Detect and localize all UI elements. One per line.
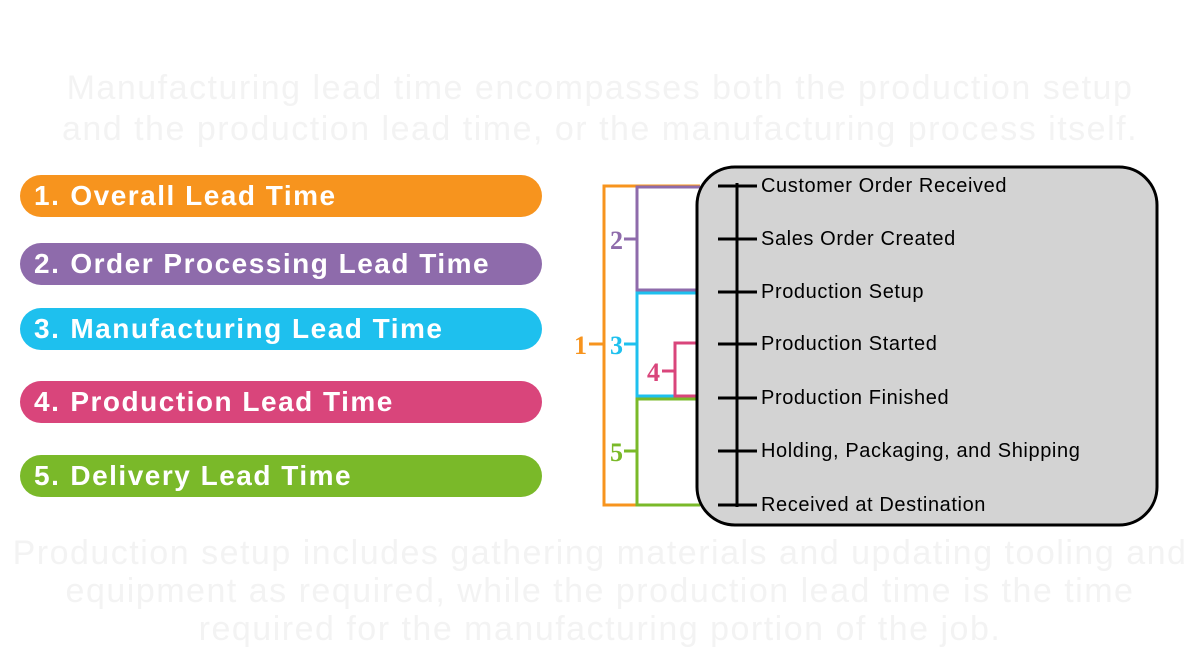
legend-pill-production: 4. Production Lead Time bbox=[20, 381, 542, 423]
timeline-event: Customer Order Received bbox=[761, 175, 1008, 197]
bracket-overall-label: 1 bbox=[574, 331, 587, 360]
timeline-event: Holding, Packaging, and Shipping bbox=[761, 440, 1081, 462]
legend-number: 3. bbox=[34, 313, 61, 344]
legend-number: 5. bbox=[34, 460, 61, 491]
bracket-order-processing bbox=[635, 185, 700, 292]
timeline-event: Received at Destination bbox=[761, 494, 987, 516]
timeline-event: Production Finished bbox=[761, 387, 950, 409]
legend-label: Overall Lead Time bbox=[70, 180, 337, 211]
bracket-delivery bbox=[635, 397, 700, 507]
lead-time-diagram: 1 2 3 5 4 bbox=[574, 165, 1159, 527]
background-caption-line: Production setup includes gathering mate… bbox=[12, 534, 1188, 572]
legend-number: 2. bbox=[34, 248, 61, 279]
legend-label: Delivery Lead Time bbox=[70, 460, 353, 491]
legend-number: 1. bbox=[34, 180, 61, 211]
legend-number: 4. bbox=[34, 386, 61, 417]
background-caption-top: Manufacturing lead time encompasses both… bbox=[0, 68, 1200, 150]
legend-pill-manufacturing: 3. Manufacturing Lead Time bbox=[20, 308, 542, 350]
bracket-delivery-label: 5 bbox=[610, 438, 623, 467]
legend-label: Order Processing Lead Time bbox=[70, 248, 491, 279]
timeline-event: Production Started bbox=[761, 333, 938, 355]
background-caption-line: equipment as required, while the product… bbox=[65, 572, 1135, 610]
timeline-panel bbox=[695, 165, 1159, 527]
legend-label: Manufacturing Lead Time bbox=[70, 313, 444, 344]
legend-pill-overall: 1. Overall Lead Time bbox=[20, 175, 542, 217]
bracket-order-processing-label: 2 bbox=[610, 226, 623, 255]
background-caption-line: and the production lead time, or the man… bbox=[61, 110, 1139, 148]
background-caption-line: Manufacturing lead time encompasses both… bbox=[66, 69, 1134, 107]
bracket-production-label: 4 bbox=[647, 358, 660, 387]
legend-pill-delivery: 5. Delivery Lead Time bbox=[20, 455, 542, 497]
bracket-manufacturing-label: 3 bbox=[610, 331, 623, 360]
timeline-event: Sales Order Created bbox=[761, 228, 956, 250]
legend-label: Production Lead Time bbox=[70, 386, 394, 417]
legend-pill-order-processing: 2. Order Processing Lead Time bbox=[20, 243, 542, 285]
timeline-event: Production Setup bbox=[761, 281, 925, 303]
